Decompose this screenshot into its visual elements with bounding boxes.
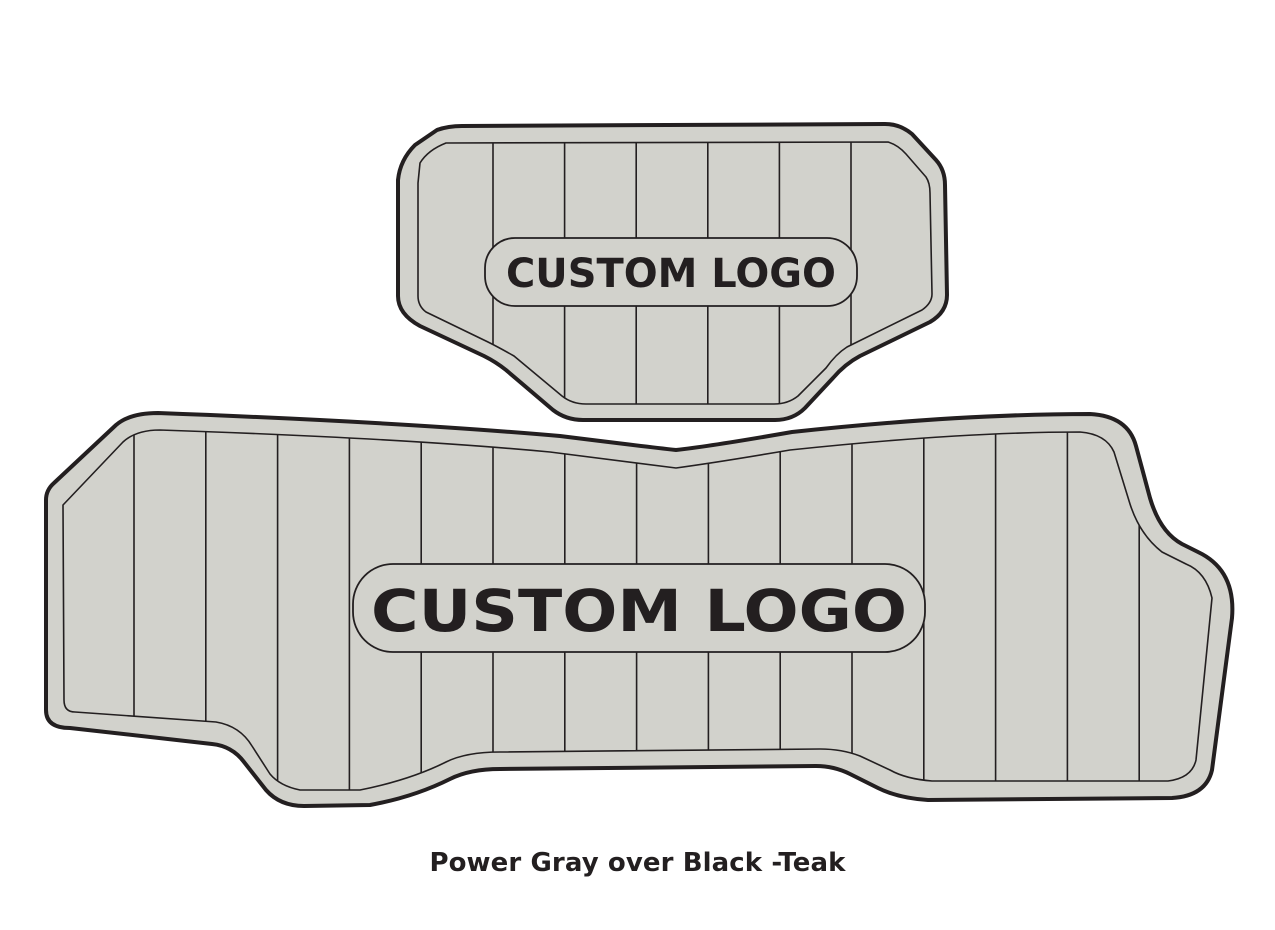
top-logo-text: CUSTOM LOGO: [506, 251, 836, 297]
bottom-mat: CUSTOM LOGO: [44, 411, 1235, 808]
bottom-mat-inner-border: [62, 429, 1213, 791]
bottom-logo-plate: [352, 563, 926, 653]
top-mat: CUSTOM LOGO: [396, 122, 949, 422]
top-mat-inner-border: [417, 141, 933, 405]
top-logo-plate: [484, 237, 858, 307]
caption: Power Gray over Black -Teak: [429, 848, 846, 878]
top-logo: CUSTOM LOGO: [484, 237, 858, 307]
bottom-logo: CUSTOM LOGO: [352, 563, 926, 653]
bottom-logo-text: CUSTOM LOGO: [371, 577, 907, 645]
